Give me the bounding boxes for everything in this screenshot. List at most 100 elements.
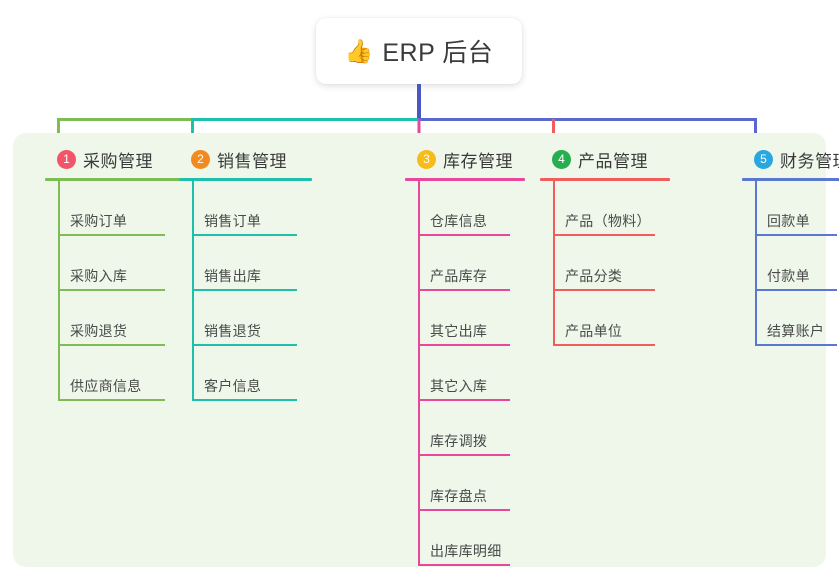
leaf-spine-3 — [418, 181, 420, 566]
diagram-panel: 1 采购管理采购订单采购入库采购退货供应商信息 2 销售管理销售订单销售出库销售退货客… — [13, 133, 839, 567]
category-underline-1 — [45, 178, 180, 181]
leaf-item-label: 产品（物料） — [565, 213, 651, 229]
leaf-item-underline — [58, 289, 165, 291]
leaf-item[interactable]: 回款单 — [755, 181, 839, 236]
leaf-spine-1 — [58, 181, 60, 401]
category-column-5: 5财务管理回款单付款单结算账户 — [742, 144, 839, 346]
category-column-2: 2 销售管理销售订单销售出库销售退货客户信息 — [179, 144, 312, 401]
leaf-item[interactable]: 供应商信息 — [58, 346, 180, 401]
leaf-item-label: 产品分类 — [565, 268, 623, 284]
leaf-item-label: 销售订单 — [204, 213, 262, 229]
category-badge-3: 3 — [417, 149, 436, 169]
leaf-item[interactable]: 产品（物料） — [553, 181, 670, 236]
leaf-item-underline — [192, 289, 297, 291]
leaf-item[interactable]: 产品分类 — [553, 236, 670, 291]
category-column-1: 1 采购管理采购订单采购入库采购退货供应商信息 — [45, 144, 180, 401]
leaf-spine-5 — [755, 181, 757, 346]
leaf-item-label: 结算账户 — [767, 323, 825, 339]
leaf-item[interactable]: 结算账户 — [755, 291, 839, 346]
leaf-item-underline — [755, 344, 837, 346]
leaf-item[interactable]: 其它入库 — [418, 346, 525, 401]
leaf-item[interactable]: 其它出库 — [418, 291, 525, 346]
leaf-spine-4 — [553, 181, 555, 346]
leaf-item[interactable]: 产品单位 — [553, 291, 670, 346]
leaf-item-underline — [192, 399, 297, 401]
category-column-4: 4 产品管理产品（物料） 产品分类产品单位 — [540, 144, 670, 346]
category-underline-5 — [742, 178, 839, 181]
category-title-4: 产品管理 — [578, 151, 648, 171]
category-header-2[interactable]: 2 销售管理 — [179, 144, 312, 174]
leaf-item-underline — [755, 289, 837, 291]
category-title-3: 库存管理 — [443, 151, 513, 171]
leaf-item[interactable]: 付款单 — [755, 236, 839, 291]
leaf-item-label: 其它入库 — [430, 378, 488, 394]
category-header-1[interactable]: 1 采购管理 — [45, 144, 180, 174]
leaf-item-underline — [58, 234, 165, 236]
leaf-item-underline — [192, 344, 297, 346]
leaf-item[interactable]: 出库库明细 — [418, 511, 525, 566]
leaf-item-underline — [553, 234, 655, 236]
leaf-item-label: 产品库存 — [430, 268, 488, 284]
leaf-item-underline — [192, 234, 297, 236]
leaf-item[interactable]: 库存盘点 — [418, 456, 525, 511]
category-underline-4 — [540, 178, 670, 181]
leaf-item-label: 付款单 — [767, 268, 810, 284]
root-node[interactable]: 👍 ERP 后台 — [316, 18, 522, 84]
leaf-item-underline — [58, 399, 165, 401]
category-badge-2: 2 — [191, 149, 210, 169]
leaf-item[interactable]: 采购入库 — [58, 236, 180, 291]
leaf-item-underline — [418, 564, 510, 566]
category-column-3: 3 库存管理仓库信息产品库存其它出库其它入库库存调拨库存盘点出库库明细 — [405, 144, 525, 566]
leaf-list-1: 采购订单采购入库采购退货供应商信息 — [45, 181, 180, 401]
leaf-list-3: 仓库信息产品库存其它出库其它入库库存调拨库存盘点出库库明细 — [405, 181, 525, 566]
leaf-item-underline — [418, 289, 510, 291]
leaf-item[interactable]: 采购退货 — [58, 291, 180, 346]
leaf-list-2: 销售订单销售出库销售退货客户信息 — [179, 181, 312, 401]
leaf-item[interactable]: 销售退货 — [192, 291, 312, 346]
leaf-item-label: 回款单 — [767, 213, 810, 229]
leaf-item-label: 客户信息 — [204, 378, 262, 394]
leaf-item[interactable]: 仓库信息 — [418, 181, 525, 236]
leaf-item-underline — [418, 234, 510, 236]
category-badge-5: 5 — [754, 149, 773, 169]
leaf-item-label: 销售退货 — [204, 323, 262, 339]
leaf-item[interactable]: 产品库存 — [418, 236, 525, 291]
leaf-item-label: 采购订单 — [70, 213, 128, 229]
leaf-item-underline — [755, 234, 837, 236]
leaf-item-label: 其它出库 — [430, 323, 488, 339]
category-header-5[interactable]: 5财务管理 — [742, 144, 839, 174]
leaf-item-underline — [418, 399, 510, 401]
leaf-item-label: 供应商信息 — [70, 378, 142, 394]
category-title-1: 采购管理 — [83, 151, 153, 171]
leaf-spine-2 — [192, 181, 194, 401]
leaf-item[interactable]: 库存调拨 — [418, 401, 525, 456]
category-underline-3 — [405, 178, 525, 181]
leaf-item-underline — [553, 289, 655, 291]
category-underline-2 — [179, 178, 312, 181]
leaf-item-label: 产品单位 — [565, 323, 623, 339]
leaf-item-label: 销售出库 — [204, 268, 262, 284]
thumbs-up-icon: 👍 — [344, 37, 374, 64]
leaf-item-label: 采购退货 — [70, 323, 128, 339]
leaf-item-label: 出库库明细 — [430, 543, 502, 559]
leaf-item[interactable]: 客户信息 — [192, 346, 312, 401]
leaf-item-underline — [553, 344, 655, 346]
leaf-item-label: 仓库信息 — [430, 213, 488, 229]
leaf-item-underline — [418, 454, 510, 456]
leaf-item[interactable]: 销售订单 — [192, 181, 312, 236]
leaf-item[interactable]: 销售出库 — [192, 236, 312, 291]
leaf-item-underline — [418, 509, 510, 511]
category-header-3[interactable]: 3 库存管理 — [405, 144, 525, 174]
leaf-item-underline — [58, 344, 165, 346]
leaf-item-label: 库存盘点 — [430, 488, 488, 504]
leaf-item-underline — [418, 344, 510, 346]
leaf-list-4: 产品（物料） 产品分类产品单位 — [540, 181, 670, 346]
leaf-item[interactable]: 采购订单 — [58, 181, 180, 236]
category-header-4[interactable]: 4 产品管理 — [540, 144, 670, 174]
leaf-item-label: 库存调拨 — [430, 433, 488, 449]
leaf-item-label: 采购入库 — [70, 268, 128, 284]
category-title-2: 销售管理 — [217, 151, 287, 171]
category-badge-1: 1 — [57, 149, 76, 169]
leaf-list-5: 回款单付款单结算账户 — [742, 181, 839, 346]
category-badge-4: 4 — [552, 149, 571, 169]
